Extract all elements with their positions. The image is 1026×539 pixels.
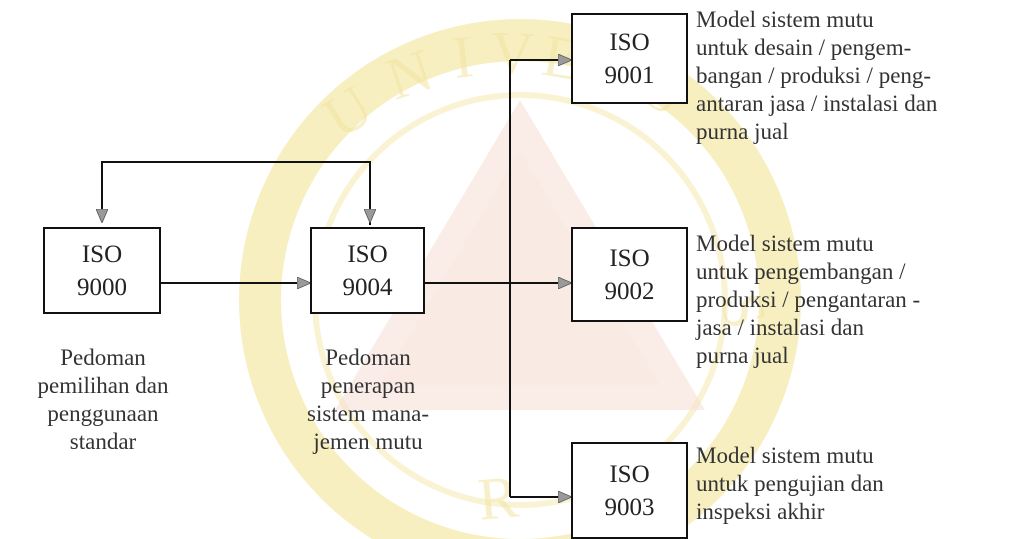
description-line: Model sistem mutu bbox=[696, 231, 874, 256]
iso-9004-number: 9004 bbox=[342, 273, 393, 301]
description-line: untuk pengembangan / bbox=[696, 259, 906, 284]
description-line: untuk pengujian dan bbox=[696, 471, 884, 496]
caption-line: Pedoman bbox=[325, 345, 411, 370]
caption-line: jemen mutu bbox=[313, 429, 423, 454]
description-line: purna jual bbox=[696, 343, 789, 368]
iso-9002-number: 9002 bbox=[604, 277, 655, 305]
description-line: Model sistem mutu bbox=[696, 443, 874, 468]
iso-9001-number: 9001 bbox=[604, 61, 655, 89]
iso-9004-box: ISO 9004 bbox=[310, 227, 425, 314]
svg-text:V: V bbox=[490, 19, 536, 86]
description-line: purna jual bbox=[696, 119, 789, 144]
iso-9000-caption: Pedoman pemilihan dan penggunaan standar bbox=[0, 344, 206, 456]
iso-9003-number: 9003 bbox=[604, 493, 655, 521]
iso-9004-label: ISO bbox=[347, 240, 388, 268]
iso-9003-box: ISO 9003 bbox=[571, 442, 688, 539]
iso-9001-label: ISO bbox=[609, 28, 650, 56]
iso-9004-caption: Pedoman penerapan sistem mana- jemen mut… bbox=[262, 344, 474, 456]
svg-text:R: R bbox=[475, 464, 521, 533]
caption-line: Pedoman bbox=[60, 345, 146, 370]
description-line: produksi / pengantaran - bbox=[696, 287, 921, 312]
description-line: antaran jasa / instalasi dan bbox=[696, 91, 938, 116]
description-line: inspeksi akhir bbox=[696, 499, 825, 524]
iso-9003-label: ISO bbox=[609, 460, 650, 488]
iso-9000-label: ISO bbox=[81, 240, 123, 268]
description-line: untuk desain / pengem- bbox=[696, 35, 912, 60]
iso-9002-box: ISO 9002 bbox=[571, 227, 688, 322]
caption-line: penggunaan bbox=[47, 401, 159, 426]
caption-line: pemilihan dan bbox=[37, 373, 169, 398]
caption-line: standar bbox=[69, 429, 137, 454]
iso-9003-description: Model sistem mutu untuk pengujian dan in… bbox=[696, 442, 884, 526]
caption-line: sistem mana- bbox=[307, 401, 429, 426]
iso-9001-box: ISO 9001 bbox=[571, 13, 688, 104]
iso-9002-label: ISO bbox=[609, 244, 650, 272]
description-line: jasa / instalasi dan bbox=[696, 315, 864, 340]
iso-9001-description: Model sistem mutu untuk desain / pengem-… bbox=[696, 6, 937, 146]
caption-line: penerapan bbox=[320, 373, 416, 398]
iso-9000-box: ISO 9000 bbox=[43, 227, 161, 314]
iso-9000-number: 9000 bbox=[77, 273, 127, 301]
description-line: bangan / produksi / peng- bbox=[696, 63, 932, 88]
iso-9002-description: Model sistem mutu untuk pengembangan / p… bbox=[696, 230, 920, 370]
description-line: Model sistem mutu bbox=[696, 7, 874, 32]
loop-arrow bbox=[102, 161, 371, 225]
